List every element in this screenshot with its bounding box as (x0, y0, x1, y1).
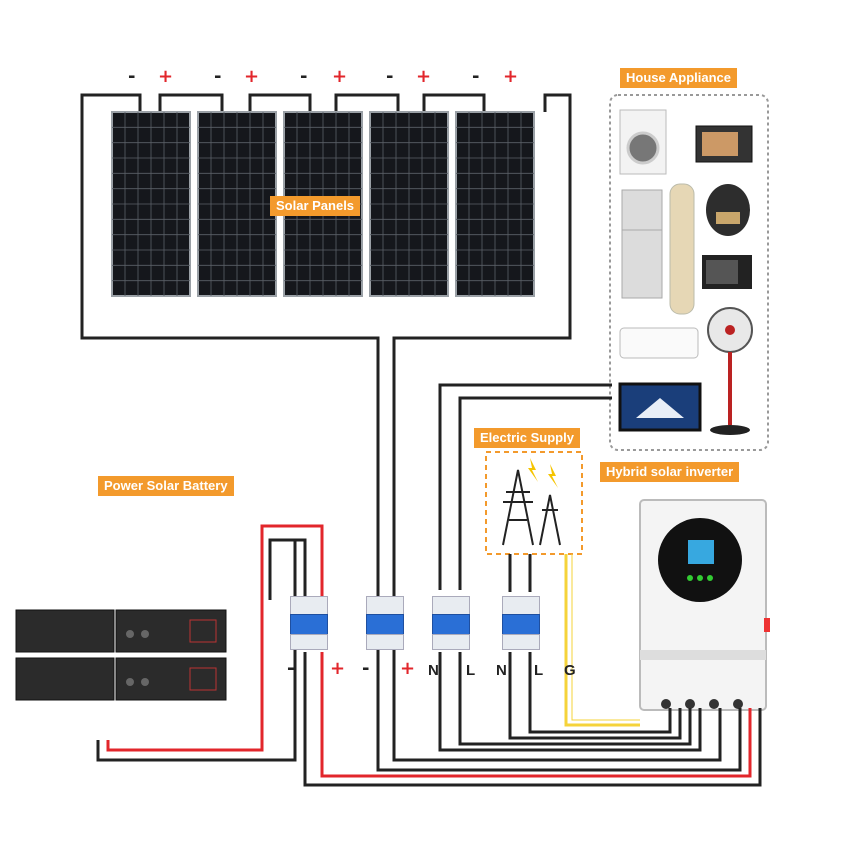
electric-supply-label: Electric Supply (474, 428, 580, 448)
terminal-l1: L (466, 662, 476, 679)
battery-rack-icon (15, 609, 227, 701)
hybrid-inverter-label: Hybrid solar inverter (600, 462, 740, 482)
inverter-wires (303, 652, 762, 787)
hybrid-inverter-icon (639, 499, 770, 711)
terminal-battery-pos: + (330, 658, 346, 679)
breaker-battery (290, 596, 328, 650)
appliance-icons (618, 109, 753, 435)
washing-machine-icon (619, 109, 667, 175)
terminal-n2: N (496, 662, 507, 679)
panel-2-pos-label: + (244, 66, 260, 87)
solar-panel-5 (455, 111, 535, 297)
panel-1-pos-label: + (158, 66, 174, 87)
terminal-battery-neg: - (287, 658, 295, 679)
breaker-load (432, 596, 470, 650)
panel-4-neg-label: - (386, 66, 394, 87)
solar-panel-2 (197, 111, 277, 297)
panel-3-neg-label: - (300, 66, 308, 87)
terminal-pv-pos: + (400, 658, 416, 679)
fridge-icon (621, 189, 663, 299)
terminal-n1: N (428, 662, 439, 679)
house-appliance-label: House Appliance (620, 68, 737, 88)
appliance-frame (609, 94, 769, 451)
panel-1-neg-label: - (128, 66, 136, 87)
grid-wires (508, 554, 640, 727)
oven-icon (695, 125, 753, 163)
panel-4-pos-label: + (416, 66, 432, 87)
transmission-tower-icon (502, 458, 561, 546)
ac-load-wires (438, 383, 612, 590)
terminal-g: G (564, 662, 576, 679)
solar-panel-4 (369, 111, 449, 297)
panel-3-pos-label: + (332, 66, 348, 87)
solar-panel-1 (111, 111, 191, 297)
breaker-grid (502, 596, 540, 650)
rice-cooker-icon (706, 184, 750, 236)
solar-panels-label: Solar Panels (270, 196, 361, 216)
panel-5-neg-label: - (472, 66, 480, 87)
terminal-l2: L (534, 662, 544, 679)
fan-icon (707, 307, 753, 435)
breaker-pv (366, 596, 404, 650)
battery-wires (96, 524, 324, 762)
air-conditioner-icon (619, 327, 699, 359)
battery-label: Power Solar Battery (98, 476, 234, 496)
air-tower-icon (669, 183, 695, 315)
microwave-icon (702, 255, 752, 289)
terminal-pv-neg: - (362, 658, 370, 679)
tv-icon (618, 382, 702, 432)
solar-panels (111, 111, 535, 297)
panel-5-pos-label: + (503, 66, 519, 87)
panel-2-neg-label: - (214, 66, 222, 87)
pv-string-wire (80, 93, 572, 770)
